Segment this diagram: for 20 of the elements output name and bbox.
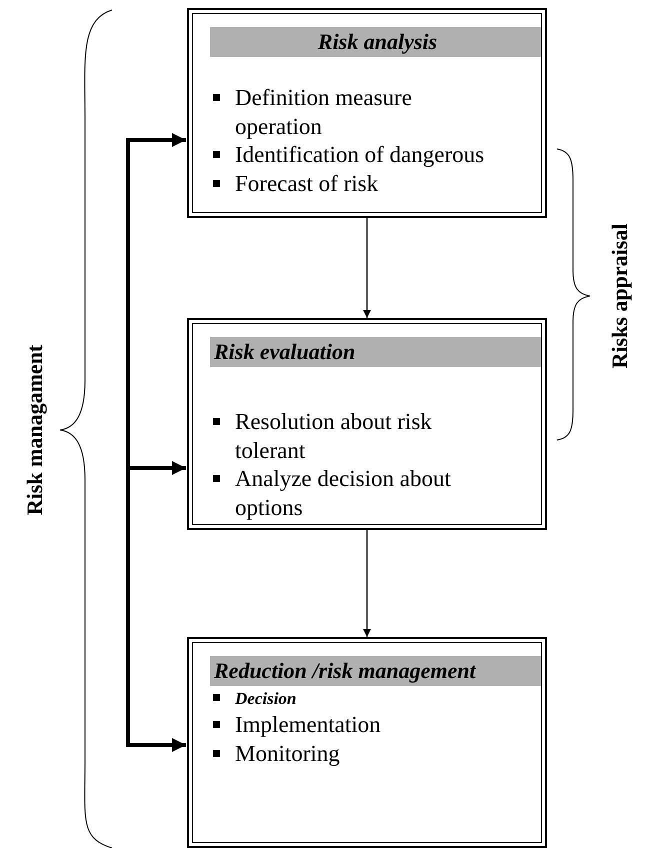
bullet-text: Implementation <box>235 711 382 739</box>
side-label: Risk managament <box>22 344 48 516</box>
bullet-text: Identification of dangerous <box>235 141 486 169</box>
arrow <box>126 133 186 468</box>
arrow <box>363 530 371 637</box>
heading: Reduction /risk management <box>210 656 541 686</box>
side-label: Risks appraisal <box>607 224 633 368</box>
bullet-text: Decision <box>235 688 298 710</box>
process-box <box>187 8 547 218</box>
heading: Risk analysis <box>210 27 541 57</box>
bullet-text: Resolution about risk tolerant <box>235 408 433 464</box>
arrow <box>126 468 186 752</box>
process-box <box>187 637 547 848</box>
bullet-text: Definition measure operation <box>235 84 413 141</box>
bullet-text: Forecast of risk <box>235 170 380 198</box>
arrow <box>363 218 371 318</box>
bullet-text: Analyze decision about options <box>235 465 452 522</box>
heading: Risk evaluation <box>210 337 541 367</box>
bullet-text: Monitoring <box>235 740 341 768</box>
process-box <box>187 318 547 530</box>
